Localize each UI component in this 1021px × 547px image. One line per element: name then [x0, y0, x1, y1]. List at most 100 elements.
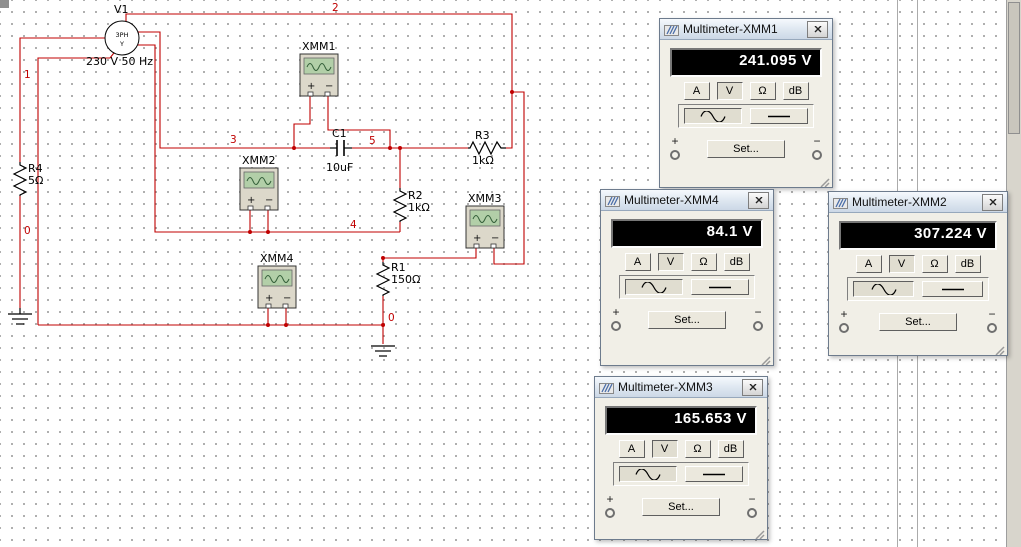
resize-grip[interactable]	[755, 527, 766, 539]
multimeter-window-icon	[664, 24, 679, 36]
resize-grip[interactable]	[761, 353, 772, 365]
db-mode-button[interactable]: dB	[782, 82, 809, 100]
plus-terminal	[670, 150, 680, 160]
component-ref-label: XMM4	[260, 252, 294, 265]
dc-line-icon	[703, 473, 725, 475]
multimeter-display: 241.095 V	[670, 48, 822, 77]
scrollbar-thumb[interactable]	[1008, 2, 1020, 134]
component-xmm3[interactable]: + − XMM3	[465, 192, 505, 249]
ampere-mode-button[interactable]: A	[618, 440, 645, 458]
circuit-wires[interactable]	[19, 13, 525, 344]
wire-junction-dots	[248, 90, 514, 327]
dc-line-icon	[768, 115, 790, 117]
db-mode-button[interactable]: dB	[954, 255, 981, 273]
ac-mode-button[interactable]	[684, 108, 742, 124]
close-icon[interactable]	[982, 193, 1003, 211]
component-r3[interactable]: R3 1kΩ	[468, 129, 506, 167]
net-label-0-left: 0	[24, 225, 31, 237]
component-ref-label: R3	[475, 129, 490, 142]
ac-mode-button[interactable]	[853, 281, 914, 297]
component-ref-label: XMM2	[242, 154, 276, 167]
volt-mode-button[interactable]: V	[657, 253, 684, 271]
dc-line-icon	[709, 286, 731, 288]
signal-mode-panel	[847, 277, 989, 301]
ohm-mode-button[interactable]: Ω	[749, 82, 776, 100]
db-mode-button[interactable]: dB	[723, 253, 750, 271]
window-titlebar[interactable]: Multimeter-XMM3	[595, 377, 767, 398]
set-button[interactable]: Set...	[879, 313, 957, 331]
ac-mode-button[interactable]	[625, 279, 683, 295]
ohm-mode-button[interactable]: Ω	[690, 253, 717, 271]
multimeter-window-xmm4: Multimeter-XMM4 84.1 V A V Ω dB + Set...…	[600, 189, 774, 366]
net-label-3: 3	[230, 134, 237, 146]
signal-mode-panel	[678, 104, 814, 128]
component-ref-label: R1	[391, 261, 406, 274]
net-label-2: 2	[332, 2, 339, 14]
window-titlebar[interactable]: Multimeter-XMM1	[660, 19, 832, 40]
close-icon[interactable]	[748, 191, 769, 209]
dc-mode-button[interactable]	[922, 281, 983, 297]
component-value-label: 10uF	[326, 161, 353, 174]
ground-symbol-bottom[interactable]	[371, 345, 395, 357]
vertical-scrollbar[interactable]	[1006, 0, 1021, 547]
component-xmm4[interactable]: + − XMM4	[257, 252, 297, 309]
component-value-label: 5Ω	[28, 174, 43, 187]
sine-wave-icon	[870, 283, 897, 295]
ground-symbol-left[interactable]	[8, 308, 32, 325]
resize-grip[interactable]	[995, 343, 1006, 355]
window-title: Multimeter-XMM2	[852, 195, 947, 209]
plus-terminal	[839, 323, 849, 333]
multimeter-window-icon	[599, 382, 614, 394]
net-label-5: 5	[369, 135, 376, 147]
minus-terminal-label: −	[748, 492, 756, 506]
ohm-mode-button[interactable]: Ω	[921, 255, 948, 273]
ampere-mode-button[interactable]: A	[683, 82, 710, 100]
resize-grip[interactable]	[820, 175, 831, 187]
multimeter-display: 84.1 V	[611, 219, 763, 248]
db-mode-button[interactable]: dB	[717, 440, 744, 458]
component-xmm1[interactable]: + − XMM1	[299, 40, 339, 97]
mode-button-row: A V Ω dB	[601, 253, 773, 271]
close-icon[interactable]	[742, 378, 763, 396]
set-button[interactable]: Set...	[707, 140, 785, 158]
window-title: Multimeter-XMM4	[624, 193, 719, 207]
ac-mode-button[interactable]	[619, 466, 677, 482]
minus-terminal-label: −	[754, 305, 762, 319]
window-titlebar[interactable]: Multimeter-XMM4	[601, 190, 773, 211]
component-r2[interactable]: R2 1kΩ	[392, 188, 430, 222]
set-button[interactable]: Set...	[642, 498, 720, 516]
close-icon[interactable]	[807, 20, 828, 38]
multimeter-window-xmm3: Multimeter-XMM3 165.653 V A V Ω dB + Set…	[594, 376, 768, 540]
component-r1[interactable]: R1 150Ω	[375, 261, 420, 296]
ampere-mode-button[interactable]: A	[624, 253, 651, 271]
terminal-row: + Set... −	[660, 128, 832, 160]
signal-mode-panel	[613, 462, 749, 486]
component-r4[interactable]: R4 5Ω	[12, 162, 43, 196]
component-c1[interactable]: C1 10uF	[326, 127, 353, 174]
component-ref-label: R2	[408, 189, 423, 202]
symbol-plus-label: +	[265, 293, 273, 304]
dc-mode-button[interactable]	[750, 108, 808, 124]
window-titlebar[interactable]: Multimeter-XMM2	[829, 192, 1007, 213]
plus-terminal-label: +	[606, 492, 614, 506]
dc-mode-button[interactable]	[685, 466, 743, 482]
source-face-text: 3PH	[116, 31, 129, 39]
minus-terminal-label: −	[813, 134, 821, 148]
ampere-mode-button[interactable]: A	[855, 255, 882, 273]
multimeter-display: 307.224 V	[839, 221, 997, 250]
dc-mode-button[interactable]	[691, 279, 749, 295]
component-v1-source[interactable]: 3PH Y V1 230 V 50 Hz	[86, 3, 153, 68]
plus-terminal-label: +	[840, 307, 848, 321]
volt-mode-button[interactable]: V	[888, 255, 915, 273]
window-title: Multimeter-XMM1	[683, 22, 778, 36]
volt-mode-button[interactable]: V	[716, 82, 743, 100]
volt-mode-button[interactable]: V	[651, 440, 678, 458]
multimeter-window-icon	[605, 195, 620, 207]
component-xmm2[interactable]: + − XMM2	[239, 154, 279, 211]
sine-wave-icon	[641, 281, 667, 293]
net-label-4: 4	[350, 219, 357, 231]
minus-terminal	[812, 150, 822, 160]
set-button[interactable]: Set...	[648, 311, 726, 329]
ohm-mode-button[interactable]: Ω	[684, 440, 711, 458]
net-label-1: 1	[24, 69, 31, 81]
